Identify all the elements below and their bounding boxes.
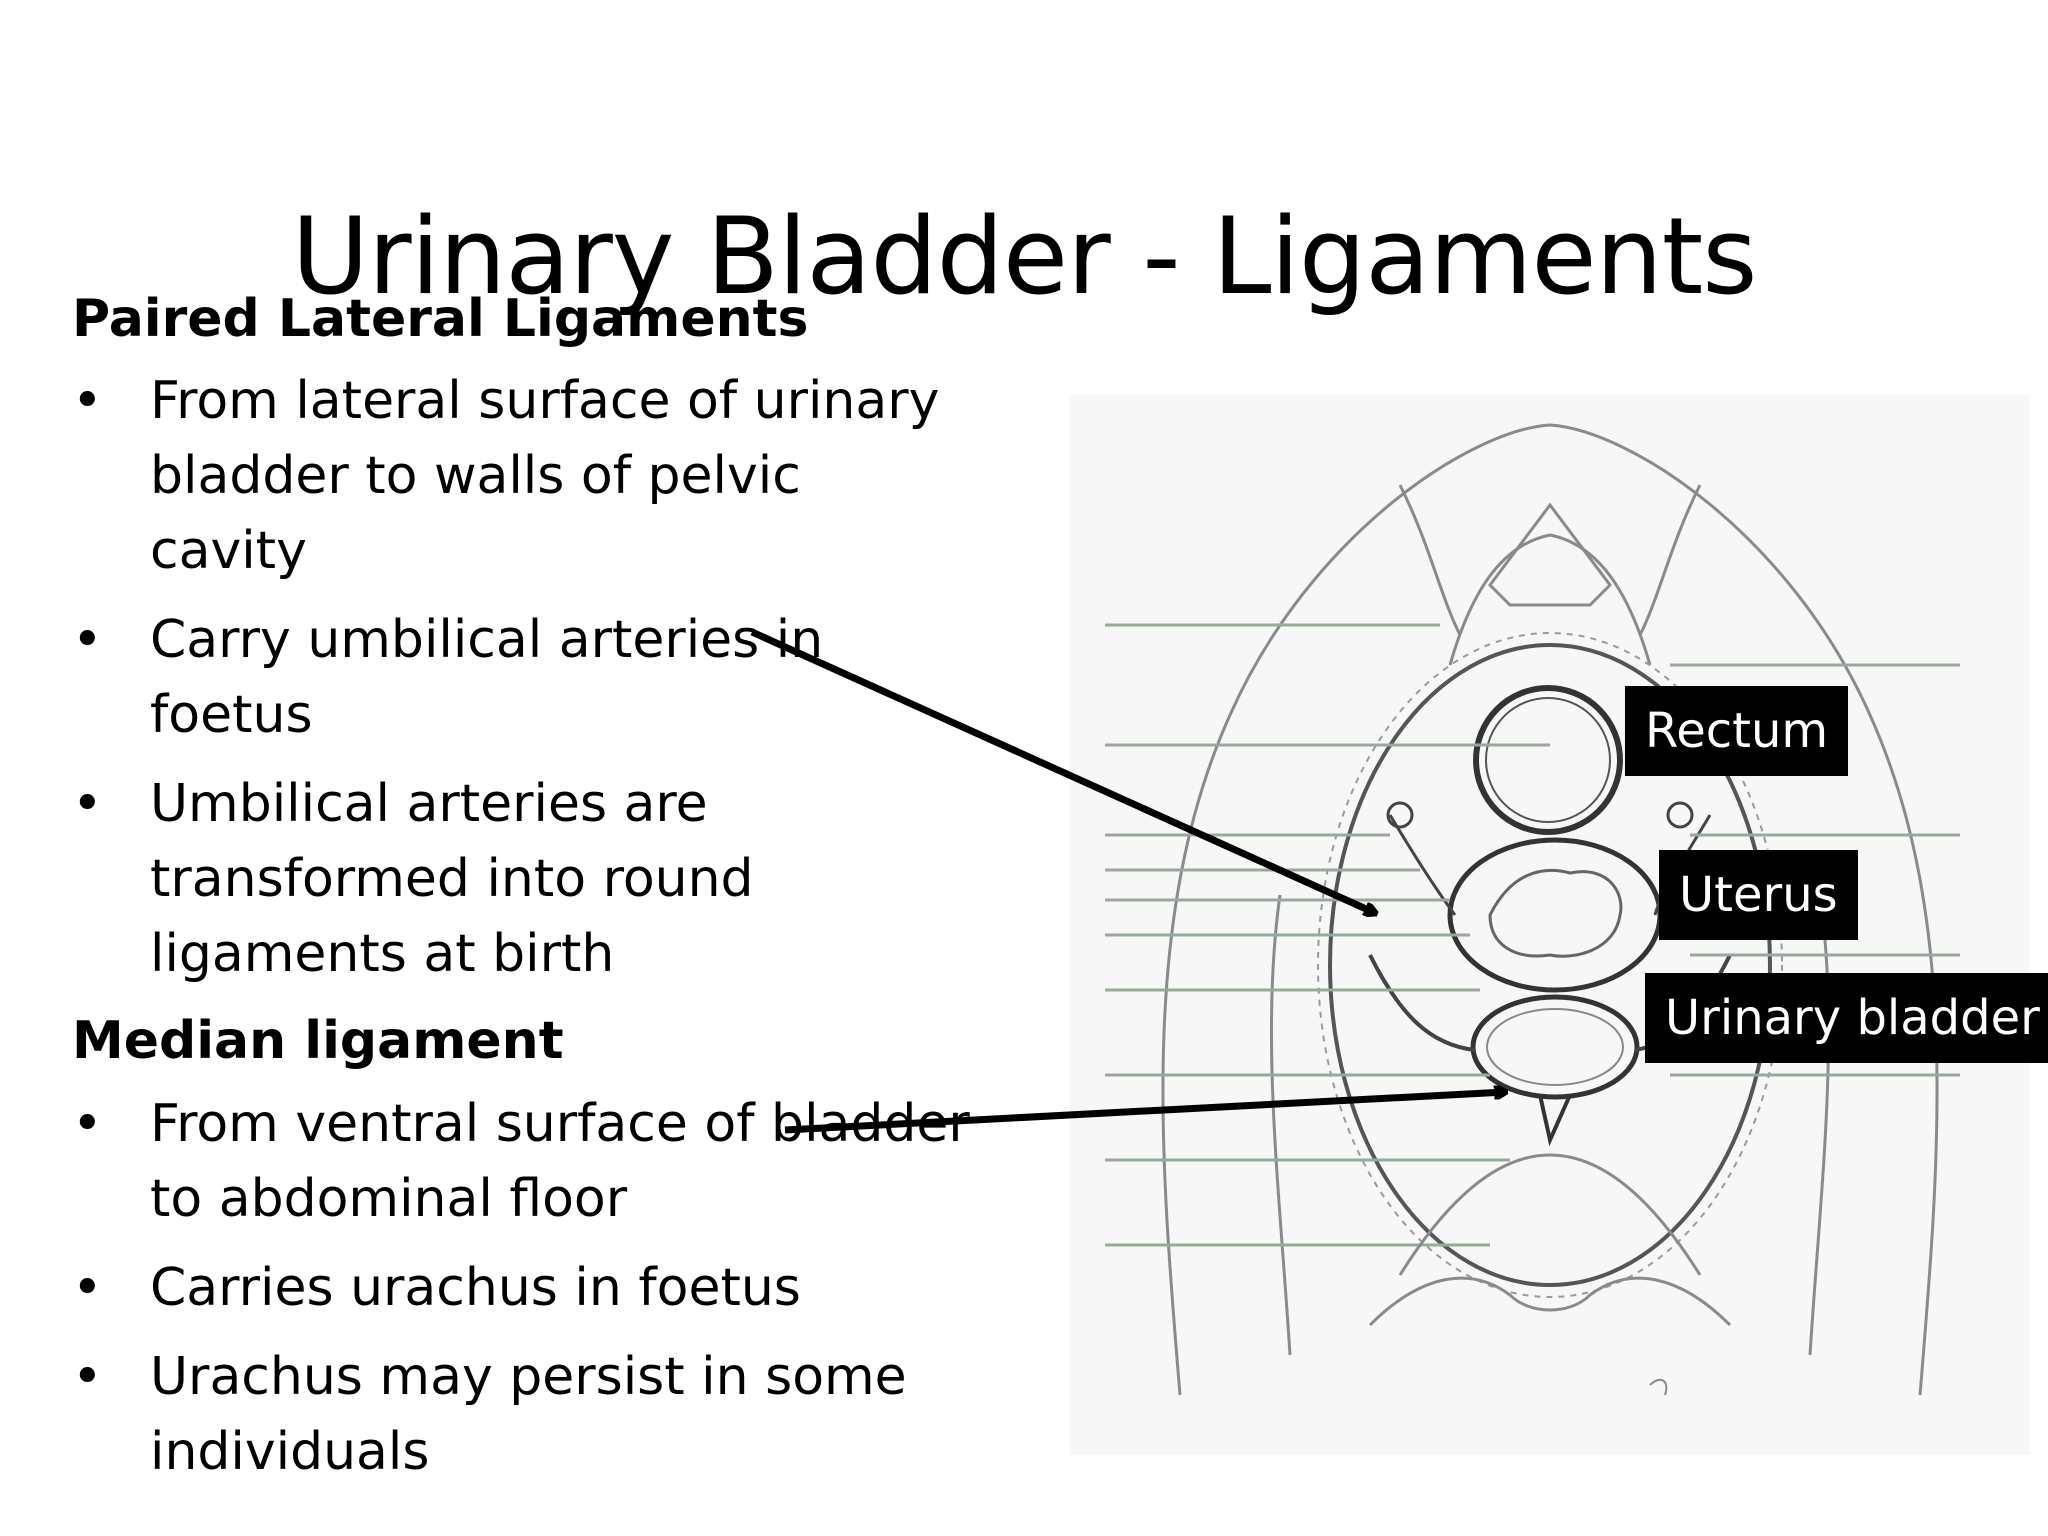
rectum-label: Rectum bbox=[1625, 686, 1849, 776]
section-median: Median ligament • From ventral surface o… bbox=[72, 1010, 972, 1489]
bullet-list: • From lateral surface of urinary bladde… bbox=[72, 364, 972, 992]
list-item: • Carry umbilical arteries in foetus bbox=[72, 603, 972, 753]
slide-title: Urinary Bladder - Ligaments bbox=[291, 195, 1757, 319]
bullet-icon: • bbox=[72, 1093, 103, 1154]
section-heading: Paired Lateral Ligaments bbox=[72, 289, 809, 349]
list-item: • From ventral surface of bladder to abd… bbox=[72, 1087, 972, 1237]
bullet-text: From ventral surface of bladder to abdom… bbox=[150, 1093, 970, 1229]
bullet-list: • From ventral surface of bladder to abd… bbox=[72, 1087, 972, 1490]
section-paired-lateral: Paired Lateral Ligaments • From lateral … bbox=[72, 288, 972, 992]
bullet-text: Umbilical arteries are transformed into … bbox=[150, 774, 754, 985]
bullet-text: From lateral surface of urinary bladder … bbox=[150, 371, 940, 582]
uterus-label: Uterus bbox=[1659, 850, 1858, 940]
bullet-icon: • bbox=[72, 371, 103, 432]
bullet-icon: • bbox=[72, 1346, 103, 1407]
pelvic-cross-section-diagram: Rectum Uterus Urinary bladder bbox=[1070, 395, 2048, 1455]
bullet-text: Carry umbilical arteries in foetus bbox=[150, 610, 824, 746]
bullet-text: Urachus may persist in some individuals bbox=[150, 1346, 907, 1482]
bullet-icon: • bbox=[72, 1257, 103, 1318]
list-item: • Carries urachus in foetus bbox=[72, 1251, 972, 1326]
section-heading: Median ligament bbox=[72, 1011, 564, 1072]
pelvic-cross-section-sketch bbox=[1105, 423, 1960, 1396]
list-item: • Umbilical arteries are transformed int… bbox=[72, 767, 972, 992]
bullet-text: Carries urachus in foetus bbox=[150, 1257, 801, 1318]
bullet-icon: • bbox=[72, 774, 103, 835]
list-item: • Urachus may persist in some individual… bbox=[72, 1340, 972, 1490]
urinary-bladder-label: Urinary bladder bbox=[1645, 973, 2048, 1063]
text-column: Paired Lateral Ligaments • From lateral … bbox=[72, 288, 972, 1504]
list-item: • From lateral surface of urinary bladde… bbox=[72, 364, 972, 589]
bullet-icon: • bbox=[72, 610, 103, 671]
